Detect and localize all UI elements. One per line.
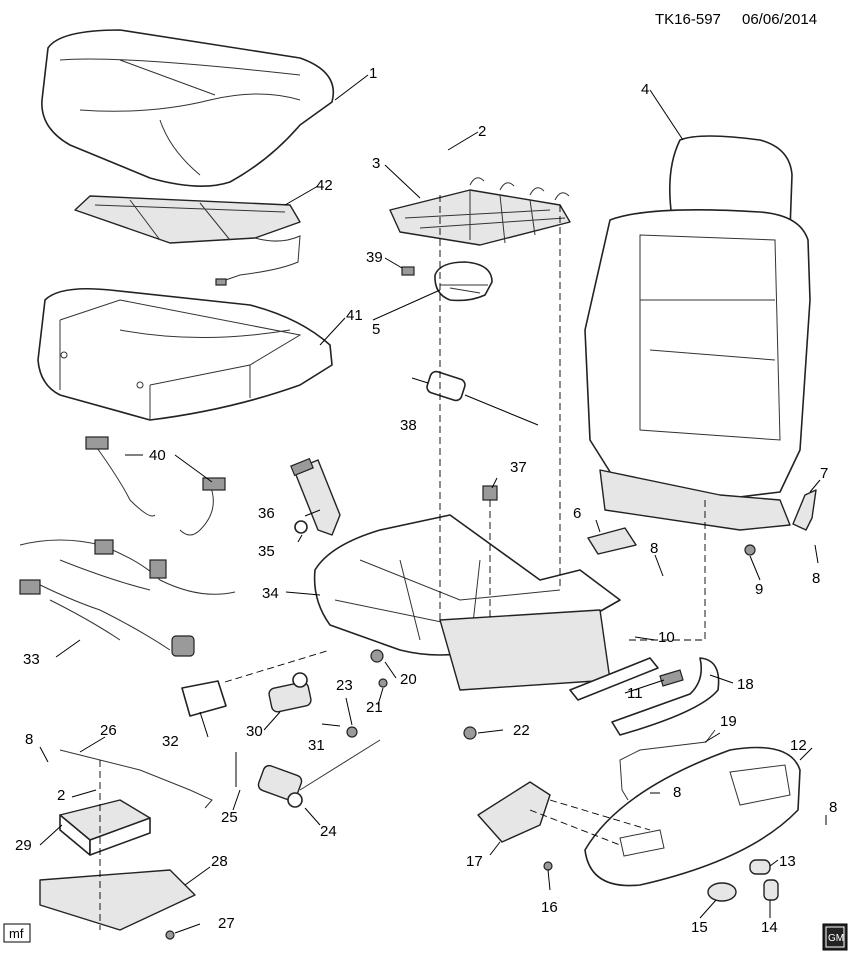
motor-24: [257, 739, 381, 808]
seat-belt-buckle: [290, 457, 341, 536]
knob-13: [749, 859, 771, 875]
callout-8-rear: 8: [650, 540, 658, 557]
part-22: [463, 726, 477, 740]
seat-cushion-pad: [37, 287, 333, 421]
leader-lines: [39, 74, 827, 934]
lumbar-motor: [401, 261, 493, 302]
callout-33: 33: [23, 651, 40, 668]
callout-labels: 1 2 3 4 42 39 5 41 38 40 37 36 35 34 33 …: [15, 65, 837, 936]
callout-23: 23: [336, 677, 353, 694]
callout-18: 18: [737, 676, 754, 693]
callout-17: 17: [466, 853, 483, 870]
seat-wire-frame: [389, 177, 571, 246]
callout-10: 10: [658, 629, 675, 646]
module-29: [59, 799, 151, 856]
cover-32: [181, 680, 227, 717]
callout-8-far-right: 8: [829, 799, 837, 816]
callout-8-right: 8: [812, 570, 820, 587]
callout-9: 9: [755, 581, 763, 598]
side-shield-12: [584, 746, 801, 887]
trim-strip-18: [611, 657, 720, 736]
rod-26: [59, 749, 213, 809]
callout-36: 36: [258, 505, 275, 522]
recliner-trim-cover: [792, 489, 817, 531]
svg-text:mf: mf: [9, 926, 24, 941]
diagram-code: TK16-597: [655, 11, 721, 28]
callout-25: 25: [221, 809, 238, 826]
screw-31: [321, 723, 341, 727]
callout-11: 11: [627, 685, 643, 702]
callout-4: 4: [641, 81, 649, 98]
callout-2-top: 2: [478, 123, 486, 140]
motor-30: [268, 672, 312, 713]
seat-heater-pad: [74, 195, 301, 286]
callout-29: 29: [15, 837, 32, 854]
callout-34: 34: [262, 585, 279, 602]
callout-8-left: 8: [25, 731, 33, 748]
callout-27: 27: [218, 915, 235, 932]
callout-14: 14: [761, 919, 778, 936]
knob-15: [707, 882, 737, 902]
callout-24: 24: [320, 823, 337, 840]
callout-7: 7: [820, 465, 828, 482]
callout-41: 41: [346, 307, 363, 324]
callout-35: 35: [258, 543, 275, 560]
callout-32: 32: [162, 733, 179, 750]
seat-wire-harness-small: [85, 436, 226, 536]
callout-28: 28: [211, 853, 228, 870]
shield-switch-bezel: [619, 764, 791, 857]
seat-frame-assembly: [313, 514, 621, 691]
callout-5: 5: [372, 321, 380, 338]
callout-16: 16: [541, 899, 558, 916]
callout-1: 1: [369, 65, 377, 82]
part-20: [370, 649, 384, 663]
callout-8-shield: 8: [673, 784, 681, 801]
callout-13: 13: [779, 853, 796, 870]
bracket-28: [39, 869, 196, 931]
part-23: [346, 726, 358, 738]
callout-2-bottom: 2: [57, 787, 65, 804]
callout-37: 37: [510, 459, 527, 476]
callout-20: 20: [400, 671, 417, 688]
diagram-date: 06/06/2014: [742, 11, 817, 28]
mf-badge: mf: [3, 923, 31, 943]
callout-31: 31: [308, 737, 325, 754]
seat-cushion-cover: [41, 29, 334, 187]
seatback-assembly: [584, 135, 811, 531]
callout-15: 15: [691, 919, 708, 936]
knob-14: [763, 879, 779, 901]
callout-12: 12: [790, 737, 807, 754]
bolt-11: [659, 669, 684, 687]
callout-42: 42: [316, 177, 333, 194]
support-17: [477, 781, 551, 843]
sensor-37: [482, 485, 498, 501]
callout-19: 19: [720, 713, 737, 730]
svg-text:GM: GM: [828, 933, 844, 944]
switch-6: [587, 527, 637, 555]
callout-26: 26: [100, 722, 117, 739]
seat-wire-harness-main: [19, 539, 236, 657]
callout-6: 6: [573, 505, 581, 522]
callout-39: 39: [366, 249, 383, 266]
adjuster-drive-cable: [411, 370, 539, 426]
callout-3: 3: [372, 155, 380, 172]
callout-38: 38: [400, 417, 417, 434]
callout-40: 40: [149, 447, 166, 464]
callout-21: 21: [366, 699, 383, 716]
clip-16: [543, 861, 553, 871]
gm-logo: GM: [822, 923, 848, 951]
callout-22: 22: [513, 722, 530, 739]
callout-30: 30: [246, 723, 263, 740]
part-21: [378, 678, 388, 688]
recliner-rod-10: [569, 657, 659, 701]
bolt-9: [744, 544, 756, 556]
fastener-27: [165, 930, 175, 940]
